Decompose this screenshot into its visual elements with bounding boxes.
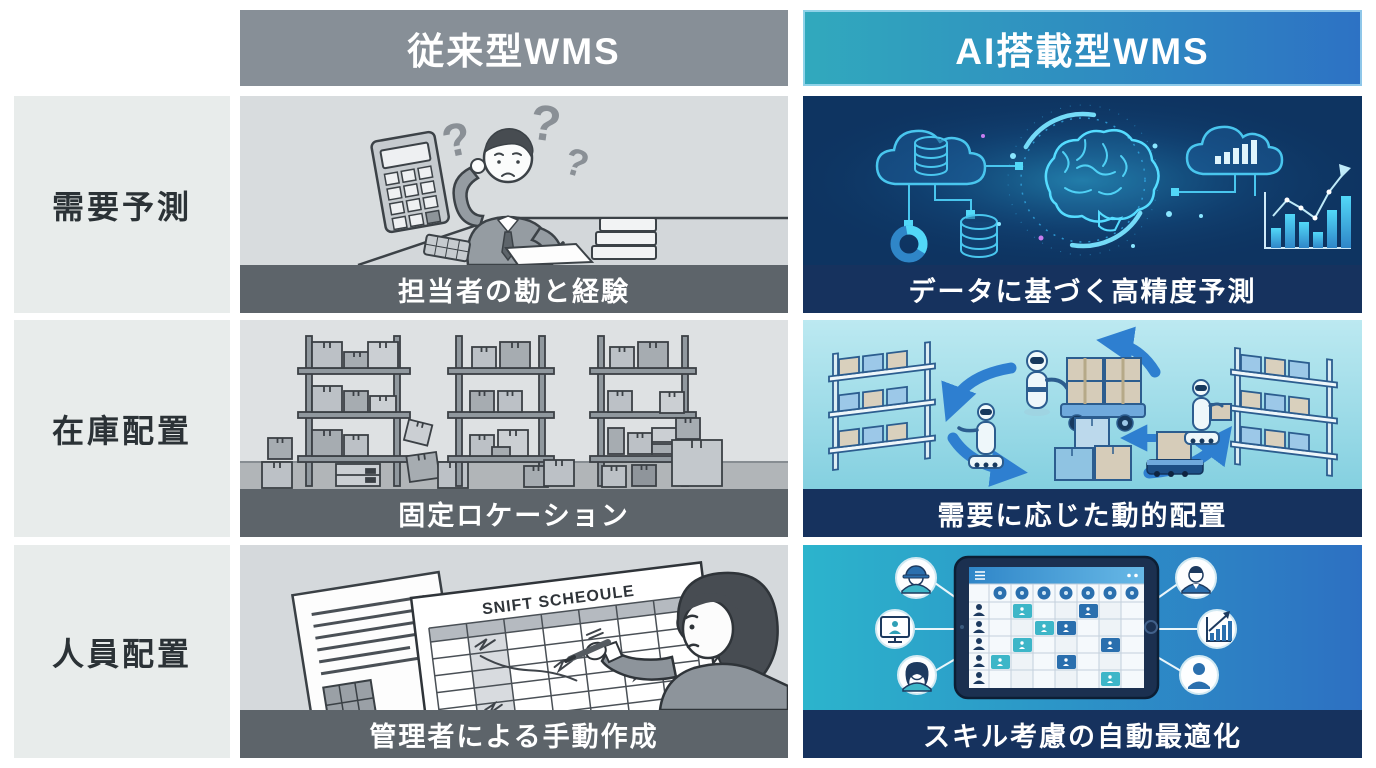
book-stack xyxy=(591,217,657,260)
staff-icon-circles xyxy=(875,557,1237,695)
assigned-cells xyxy=(991,604,1120,686)
gray-shelves-illustration xyxy=(240,320,788,489)
cell-demand-traditional: ? ? ? xyxy=(240,96,788,313)
right-robot xyxy=(1184,379,1232,445)
caption-inventory-traditional: 固定ロケーション xyxy=(240,489,788,537)
row-person-glyphs xyxy=(973,604,985,684)
tablet-device xyxy=(953,555,1160,700)
cell-inventory-ai: 需要に応じた動的配置 xyxy=(803,320,1362,537)
database-stack-icon xyxy=(960,214,998,258)
cloud-database-icon xyxy=(875,129,987,186)
left-robot xyxy=(957,403,1004,469)
cell-demand-ai: データに基づく高精度予測 xyxy=(803,96,1362,313)
calculator-icon xyxy=(370,130,450,234)
worker-icon xyxy=(901,565,931,594)
cell-staffing-traditional: SNIFT SCHEOULE xyxy=(240,545,788,758)
column-header-ai-wms: AI搭載型WMS xyxy=(803,10,1362,86)
sparkles xyxy=(981,134,1203,248)
bar-chart-icon xyxy=(1264,164,1351,249)
hamburger-menu-icon xyxy=(975,571,985,580)
ai-schedule-svg xyxy=(803,545,1362,710)
person-icon xyxy=(1188,663,1210,689)
small-calculator-icon xyxy=(423,233,471,263)
manual-schedule-illustration: SNIFT SCHEOULE xyxy=(240,545,788,710)
center-boxes xyxy=(1054,417,1132,481)
shift-schedule-sheet: SNIFT SCHEOULE xyxy=(409,561,722,710)
manual-schedule-svg: SNIFT SCHEOULE xyxy=(240,545,788,710)
worried-planner-svg: ? ? ? xyxy=(240,96,788,265)
ai-brain-illustration xyxy=(803,96,1362,265)
caption-demand-traditional: 担当者の勘と経験 xyxy=(240,265,788,313)
caption-demand-ai: データに基づく高精度予測 xyxy=(803,265,1362,313)
cloud-chart-icon xyxy=(1185,125,1284,176)
left-shelf-rack xyxy=(828,341,936,472)
woman-icon xyxy=(902,662,932,692)
right-shelf-rack xyxy=(1230,346,1338,477)
robot-with-cart xyxy=(1024,350,1146,432)
row-label-demand-forecast: 需要予測 xyxy=(14,96,230,313)
gray-shelves-svg xyxy=(240,320,788,489)
ai-brain-svg xyxy=(803,96,1362,265)
ai-schedule-illustration xyxy=(803,545,1362,710)
column-header-ai-label: AI搭載型WMS xyxy=(955,31,1210,72)
row-label-inventory-placement: 在庫配置 xyxy=(14,320,230,537)
caption-staffing-ai: スキル考慮の自動最適化 xyxy=(803,710,1362,758)
row-label-staff-allocation: 人員配置 xyxy=(14,545,230,758)
worried-planner-illustration: ? ? ? xyxy=(240,96,788,265)
robot-warehouse-svg xyxy=(803,320,1362,489)
caption-staffing-traditional: 管理者による手動作成 xyxy=(240,710,788,758)
caption-inventory-ai: 需要に応じた動的配置 xyxy=(803,489,1362,537)
paper xyxy=(504,242,595,265)
robot-warehouse-illustration xyxy=(803,320,1362,489)
cell-staffing-ai: スキル考慮の自動最適化 xyxy=(803,545,1362,758)
brain-icon xyxy=(1044,129,1160,232)
home-button xyxy=(1144,620,1158,634)
pen-icon xyxy=(567,639,611,662)
manager-icon xyxy=(1181,566,1211,594)
shelf-rack xyxy=(589,335,697,487)
circuit-lines xyxy=(908,165,1017,222)
donut-chart-icon xyxy=(890,225,928,263)
cell-inventory-traditional: 固定ロケーション xyxy=(240,320,788,537)
camera-dot xyxy=(960,625,964,629)
schedule-grid xyxy=(969,583,1144,688)
manager-person xyxy=(564,571,788,710)
growth-chart-icon xyxy=(1206,611,1232,642)
column-header-traditional-wms: 従来型WMS xyxy=(240,10,788,86)
column-header-traditional-label: 従来型WMS xyxy=(407,31,621,72)
monitor-icon xyxy=(880,616,910,643)
